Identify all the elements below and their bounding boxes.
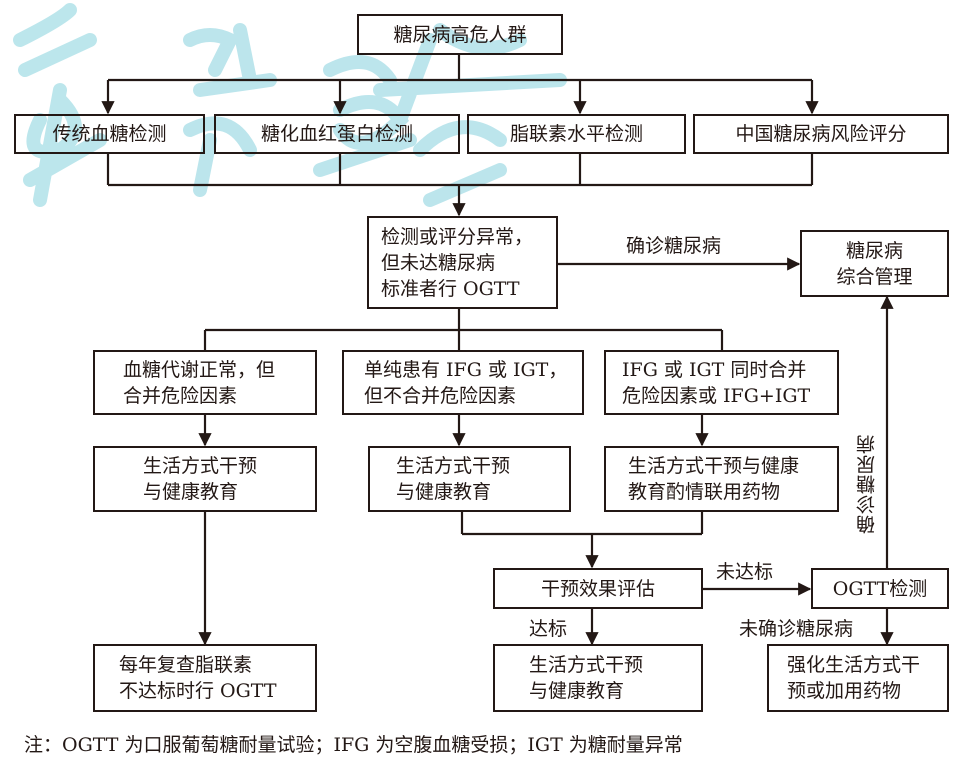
node-label-line: 综合管理 [836, 265, 913, 288]
node-label-line: 不达标时行 OGTT [119, 680, 277, 702]
node-label-line: 生活方式干预 [396, 455, 511, 477]
edge-label-confirmed-dm-vertical: 确诊糖尿病 [856, 434, 878, 534]
node-label-line: 检测或评分异常， [381, 225, 534, 248]
node-label-line: 单纯患有 IFG 或 IGT， [364, 358, 568, 381]
node-label-line: 血糖代谢正常，但 [123, 358, 276, 381]
footnote: 注：OGTT 为口服葡萄糖耐量试验；IFG 为空腹血糖受损；IGT 为糖耐量异常 [24, 734, 683, 756]
node-ogtt-test: OGTT检测 [811, 568, 949, 609]
node-label-line: 与健康教育 [396, 481, 492, 503]
node-lifestyle-intervention-1: 生活方式干预 与健康教育 [93, 446, 317, 512]
node-label-line: 但未达糖尿病 [381, 251, 496, 274]
edge-label-not-confirmed: 未确诊糖尿病 [739, 618, 854, 640]
node-label-line: 教育酌情联用药物 [628, 481, 781, 503]
node-lifestyle-intervention-drugs: 生活方式干预与健康 教育酌情联用药物 [604, 446, 839, 512]
node-label-line: 与健康教育 [529, 680, 625, 702]
node-label-line: 标准者行 OGTT [381, 277, 520, 300]
node-intensify-lifestyle: 强化生活方式干 预或加用药物 [767, 644, 949, 712]
node-label-line: 与健康教育 [143, 481, 239, 503]
edge-label-confirmed-dm: 确诊糖尿病 [626, 235, 722, 257]
edge-label-met: 达标 [529, 618, 568, 640]
node-label: 脂联素水平检测 [509, 123, 643, 145]
node-lifestyle-intervention-2: 生活方式干预 与健康教育 [368, 446, 571, 512]
node-high-risk-population: 糖尿病高危人群 [357, 14, 563, 55]
node-label-line: 每年复查脂联素 [119, 654, 253, 676]
node-label: 干预效果评估 [540, 577, 655, 600]
node-label-line: 合并危险因素 [123, 384, 238, 407]
node-label-line: 但不合并危险因素 [364, 384, 517, 407]
node-normal-with-risk: 血糖代谢正常，但 合并危险因素 [93, 350, 317, 415]
node-label: 糖化血红蛋白检测 [260, 123, 413, 145]
node-label-line: 危险因素或 IFG+IGT [622, 384, 811, 407]
node-maintain-lifestyle: 生活方式干预 与健康教育 [493, 644, 703, 712]
node-china-dm-risk-score: 中国糖尿病风险评分 [693, 114, 949, 154]
edge-label-not-met: 未达标 [716, 561, 774, 583]
node-abnormal-ogtt: 检测或评分异常， 但未达糖尿病 标准者行 OGTT [367, 216, 558, 309]
node-label-line: 生活方式干预 [529, 654, 644, 676]
node-label: OGTT检测 [832, 577, 928, 600]
node-label-line: 生活方式干预 [143, 455, 258, 477]
node-label: 糖尿病高危人群 [393, 23, 527, 46]
node-dm-comprehensive-management: 糖尿病 综合管理 [800, 230, 949, 297]
node-label-line: 预或加用药物 [787, 680, 902, 702]
node-label-line: 糖尿病 [845, 239, 903, 262]
node-ifg-igt-with-risk: IFG 或 IGT 同时合并 危险因素或 IFG+IGT [604, 350, 839, 415]
node-label: 传统血糖检测 [52, 123, 167, 145]
node-label-line: 强化生活方式干 [787, 654, 921, 676]
node-annual-recheck: 每年复查脂联素 不达标时行 OGTT [93, 644, 317, 712]
node-label-line: 生活方式干预与健康 [628, 455, 800, 477]
node-label-line: IFG 或 IGT 同时合并 [622, 358, 807, 381]
node-intervention-evaluation: 干预效果评估 [493, 568, 703, 609]
node-traditional-glucose-test: 传统血糖检测 [14, 114, 205, 154]
node-hba1c-test: 糖化血红蛋白检测 [214, 114, 460, 154]
node-label: 中国糖尿病风险评分 [735, 123, 907, 145]
node-adiponectin-test: 脂联素水平检测 [467, 114, 686, 154]
node-ifg-or-igt-only: 单纯患有 IFG 或 IGT， 但不合并危险因素 [342, 350, 584, 415]
